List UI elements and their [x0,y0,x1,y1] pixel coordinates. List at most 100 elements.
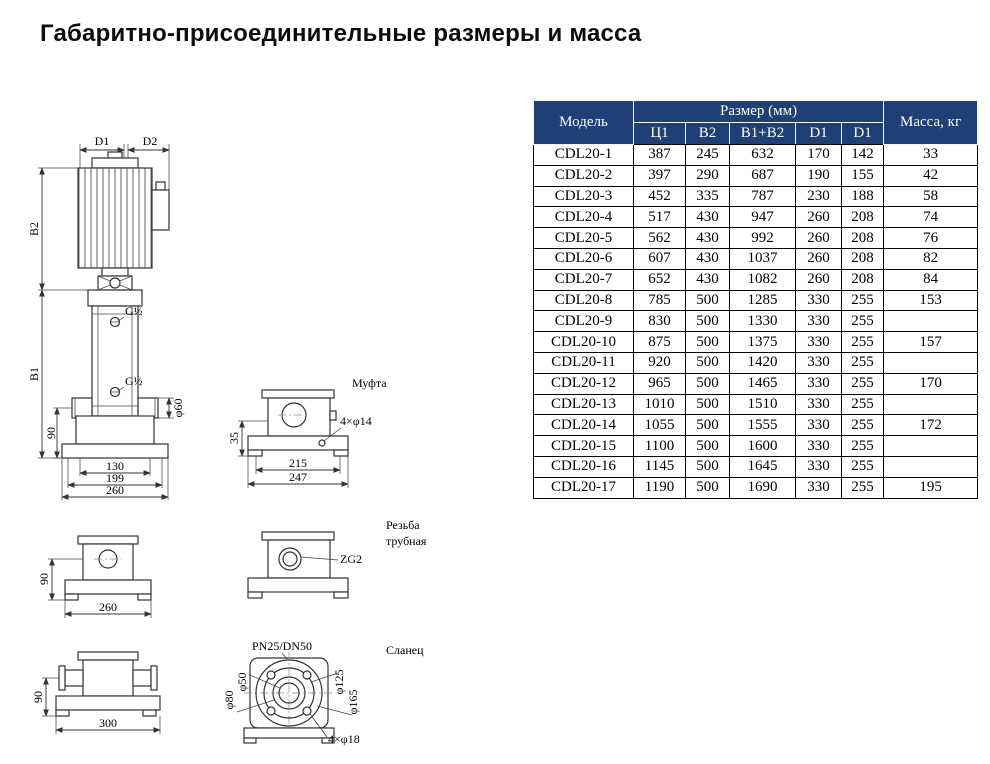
dimension-cell: 1082 [729,268,796,291]
dimension-cell: 255 [840,289,885,312]
dimension-cell: 330 [795,476,842,499]
bolt-label-4xphi18: 4×φ18 [328,732,360,746]
dimension-cell: 1330 [729,310,796,333]
dimension-cell: 255 [840,372,885,395]
dim-label-199: 199 [106,471,124,485]
mass-cell: 172 [883,414,979,437]
dimension-cell: 500 [685,476,730,499]
dim-label-130: 130 [106,459,124,473]
dimension-cell: 1285 [729,289,796,312]
dimension-cell: 260 [795,206,842,229]
dimension-cell: 652 [633,268,686,291]
dimension-cell: 500 [685,310,730,333]
dimension-cell: 260 [795,227,842,249]
mass-cell: 76 [883,227,979,249]
dimension-cell: 1645 [729,455,796,478]
port-label-g-half-top: G½ [125,304,143,318]
flange-rating-label: PN25/DN50 [252,639,312,653]
dim-label-215: 215 [289,456,307,470]
dimension-cell: 255 [840,393,885,416]
dimension-cell: 1555 [729,414,796,437]
mass-cell: 195 [883,476,979,499]
dimension-cell: 992 [729,227,796,249]
dimension-cell: 1100 [633,435,686,457]
dimension-cell: 1690 [729,476,796,499]
dimension-cell: 500 [685,393,730,416]
flange-base-side-drawing: 90 300 [31,651,161,734]
dim-label-d1: D1 [95,134,110,148]
col-header-c1: Ц1 [633,122,686,145]
dim-label-247: 247 [289,470,307,484]
model-cell: CDL20-14 [533,414,634,437]
dimension-cell: 255 [840,310,885,333]
model-cell: CDL20-16 [533,455,634,478]
dimension-cell: 1465 [729,372,796,395]
dimension-cell: 875 [633,331,686,353]
col-header-d1: D1 [795,122,842,145]
dimension-cell: 1190 [633,476,686,499]
dim-label-d2: D2 [143,134,158,148]
mass-cell: 58 [883,185,979,208]
dimension-cell: 430 [685,268,730,291]
model-cell: CDL20-15 [533,435,634,457]
dimension-cell: 1145 [633,455,686,478]
page-title: Габаритно-присоединительные размеры и ма… [40,20,642,47]
dimension-cell: 208 [840,227,885,249]
mass-cell: 84 [883,268,979,291]
dimension-cell: 500 [685,289,730,312]
dimension-cell: 330 [795,455,842,478]
dimension-cell: 330 [795,414,842,437]
dimension-cell: 500 [685,331,730,353]
col-header-d2: D1 [840,122,885,145]
dim-label-phi60: φ60 [171,399,185,418]
dimension-cell: 155 [840,164,885,187]
model-cell: CDL20-4 [533,206,634,229]
dimension-cell: 245 [685,144,730,166]
dimension-cell: 387 [633,144,686,166]
dimension-cell: 397 [633,164,686,187]
dimension-cell: 430 [685,227,730,249]
dimension-cell: 260 [795,247,842,270]
dimension-cell: 452 [633,185,686,208]
col-header-size-group: Размер (мм) [632,100,885,123]
dimension-cell: 290 [685,164,730,187]
dimension-cell: 330 [795,393,842,416]
dimension-cell: 500 [685,372,730,395]
thread-base-drawing: Резьба трубная ZG2 [247,518,427,599]
dimension-cell: 188 [840,185,885,208]
col-header-b2: B2 [685,122,730,145]
thread-label-zg2: ZG2 [340,552,362,566]
dimension-cell: 170 [795,144,842,166]
model-cell: CDL20-6 [533,247,634,270]
dimension-cell: 330 [795,331,842,353]
dimension-cell: 255 [840,351,885,374]
pump-front-view: D1 D2 G½ G½ [27,134,185,500]
dim-label-300: 300 [99,716,117,730]
dimension-cell: 785 [633,289,686,312]
model-cell: CDL20-12 [533,372,634,395]
dimension-cell: 500 [685,435,730,457]
dimension-cell: 330 [795,289,842,312]
dim-label-260-side: 260 [99,600,117,614]
dimensions-table: Модель Размер (мм) Масса, кг Ц1 B2 В1+В2… [533,100,979,499]
dimension-cell: 500 [685,351,730,374]
dimension-cell: 255 [840,476,885,499]
mass-cell: 74 [883,206,979,229]
label-phi165: φ165 [346,690,360,715]
dimension-cell: 500 [685,455,730,478]
model-cell: CDL20-13 [533,393,634,416]
dimension-cell: 330 [795,372,842,395]
dimension-cell: 920 [633,351,686,374]
dimension-cell: 1055 [633,414,686,437]
dimension-cell: 260 [795,268,842,291]
dimension-cell: 230 [795,185,842,208]
mass-cell: 33 [883,144,979,166]
dim-label-b1: B1 [28,367,41,381]
